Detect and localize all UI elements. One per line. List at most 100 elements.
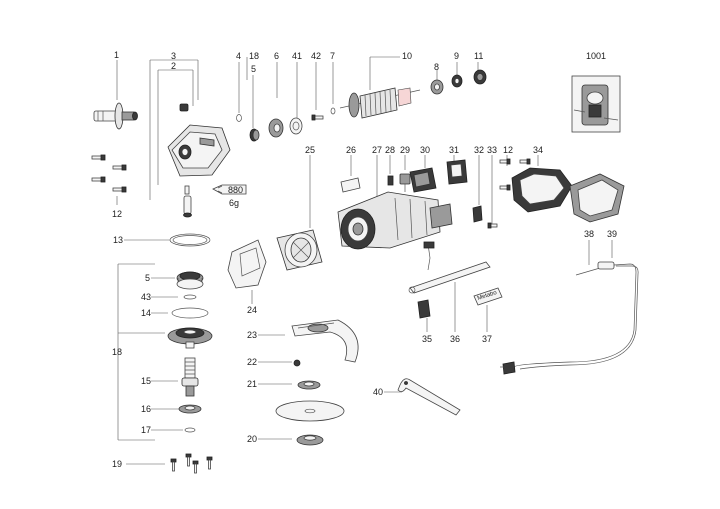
label-35: 35 xyxy=(422,334,432,344)
part-2-pin xyxy=(183,195,192,218)
part-35-cable-clamp xyxy=(417,299,431,319)
part-12-screws-right xyxy=(499,158,531,191)
label-29: 29 xyxy=(400,145,410,155)
part-19-screws xyxy=(170,453,213,474)
part-20-clamping-nut xyxy=(296,434,324,446)
label-5-bottom: 5 xyxy=(145,273,150,283)
part-21-support-flange xyxy=(297,380,321,390)
label-38: 38 xyxy=(584,229,594,239)
part-16-flange xyxy=(178,404,202,414)
grease-symbol: 880 6g xyxy=(212,184,247,208)
label-16: 16 xyxy=(141,404,151,414)
part-23-wheel-guard xyxy=(291,319,359,363)
part-39-power-cable xyxy=(500,261,639,375)
part-rear-end-cap xyxy=(569,173,625,223)
part-11-bearing-sleeve xyxy=(473,69,487,85)
label-4: 4 xyxy=(236,51,241,61)
part-40-pin-wrench xyxy=(397,378,461,416)
part-15-spindle xyxy=(181,357,199,397)
part-4-circlip xyxy=(236,114,242,122)
part-5-bevel-gear xyxy=(249,128,260,142)
part-36-side-handle-bar xyxy=(408,261,491,294)
label-9: 9 xyxy=(454,51,459,61)
label-40: 40 xyxy=(373,387,383,397)
label-18-left: 18 xyxy=(112,347,122,357)
label-21: 21 xyxy=(247,379,257,389)
label-39: 39 xyxy=(607,229,617,239)
label-31: 31 xyxy=(449,145,459,155)
part-7-small-washer xyxy=(330,107,336,115)
label-42: 42 xyxy=(311,51,321,61)
label-32: 32 xyxy=(474,145,484,155)
label-1: 1 xyxy=(114,50,119,60)
part-28-contact xyxy=(387,175,394,186)
leader-lines xyxy=(116,56,613,465)
part-26-type-label xyxy=(340,177,361,193)
label-12-left: 12 xyxy=(112,209,122,219)
label-36: 36 xyxy=(450,334,460,344)
part-38-cable-sleeve xyxy=(575,267,601,276)
part-9-bearing xyxy=(451,74,463,88)
part-3-gear-housing xyxy=(167,124,231,177)
label-7: 7 xyxy=(330,51,335,61)
label-5-top: 5 xyxy=(251,64,256,74)
part-bearing-flange xyxy=(167,327,213,349)
part-27-motor-housing xyxy=(337,191,453,250)
label-20: 20 xyxy=(247,434,257,444)
label-41: 41 xyxy=(292,51,302,61)
label-34: 34 xyxy=(533,145,543,155)
part-31-electronics-module xyxy=(446,159,468,185)
part-24-baffle-ring xyxy=(227,239,267,289)
part-34-handle-cover xyxy=(511,167,573,213)
part-spindle-lock-button xyxy=(179,103,189,112)
part-33-screw xyxy=(487,222,498,229)
part-37-brand-plate: Metabo xyxy=(473,287,503,306)
label-43: 43 xyxy=(141,292,151,302)
label-1001: 1001 xyxy=(586,51,606,61)
label-12-right: 12 xyxy=(503,145,513,155)
label-23: 23 xyxy=(247,330,257,340)
label-15: 15 xyxy=(141,376,151,386)
label-37: 37 xyxy=(482,334,492,344)
label-8: 8 xyxy=(434,62,439,72)
label-25: 25 xyxy=(305,145,315,155)
part-29-suppressor xyxy=(399,173,411,192)
part-17-washer xyxy=(184,427,196,433)
part-grinding-disc xyxy=(275,400,345,422)
part-8-bearing xyxy=(430,79,444,95)
part-internal-cable xyxy=(423,241,435,271)
label-17: 17 xyxy=(141,425,151,435)
part-1001-carbon-brush-set xyxy=(571,75,621,133)
label-11: 11 xyxy=(474,51,483,61)
label-19: 19 xyxy=(112,459,122,469)
part-25-field-coil xyxy=(276,229,323,271)
part-13-o-ring xyxy=(169,233,211,247)
part-10-armature xyxy=(339,87,421,119)
label-24: 24 xyxy=(247,305,257,315)
part-5-bevel-gear-large xyxy=(176,271,204,290)
part-14-seal-ring xyxy=(171,307,209,319)
part-41-washer xyxy=(289,117,303,135)
part-30-switch xyxy=(409,167,437,193)
label-22: 22 xyxy=(247,357,257,367)
label-13: 13 xyxy=(113,235,123,245)
label-6: 6 xyxy=(274,51,279,61)
grease-code: 880 xyxy=(228,185,243,195)
part-32-slider xyxy=(472,205,483,223)
label-30: 30 xyxy=(420,145,430,155)
part-labels: 1 3 2 4 18 5 6 41 42 7 10 8 9 11 1001 12… xyxy=(112,50,617,469)
label-14: 14 xyxy=(141,308,151,318)
label-10: 10 xyxy=(402,51,412,61)
label-33: 33 xyxy=(487,145,497,155)
part-6-ball-bearing xyxy=(268,118,284,138)
label-3: 3 xyxy=(171,51,176,61)
part-42-screw xyxy=(311,114,324,121)
part-small-pin-top xyxy=(184,185,190,195)
grease-amount: 6g xyxy=(229,198,239,208)
part-12-screws-left xyxy=(91,154,127,193)
label-28: 28 xyxy=(385,145,395,155)
label-27: 27 xyxy=(372,145,382,155)
part-43-ring xyxy=(183,294,197,300)
label-2: 2 xyxy=(171,61,176,71)
